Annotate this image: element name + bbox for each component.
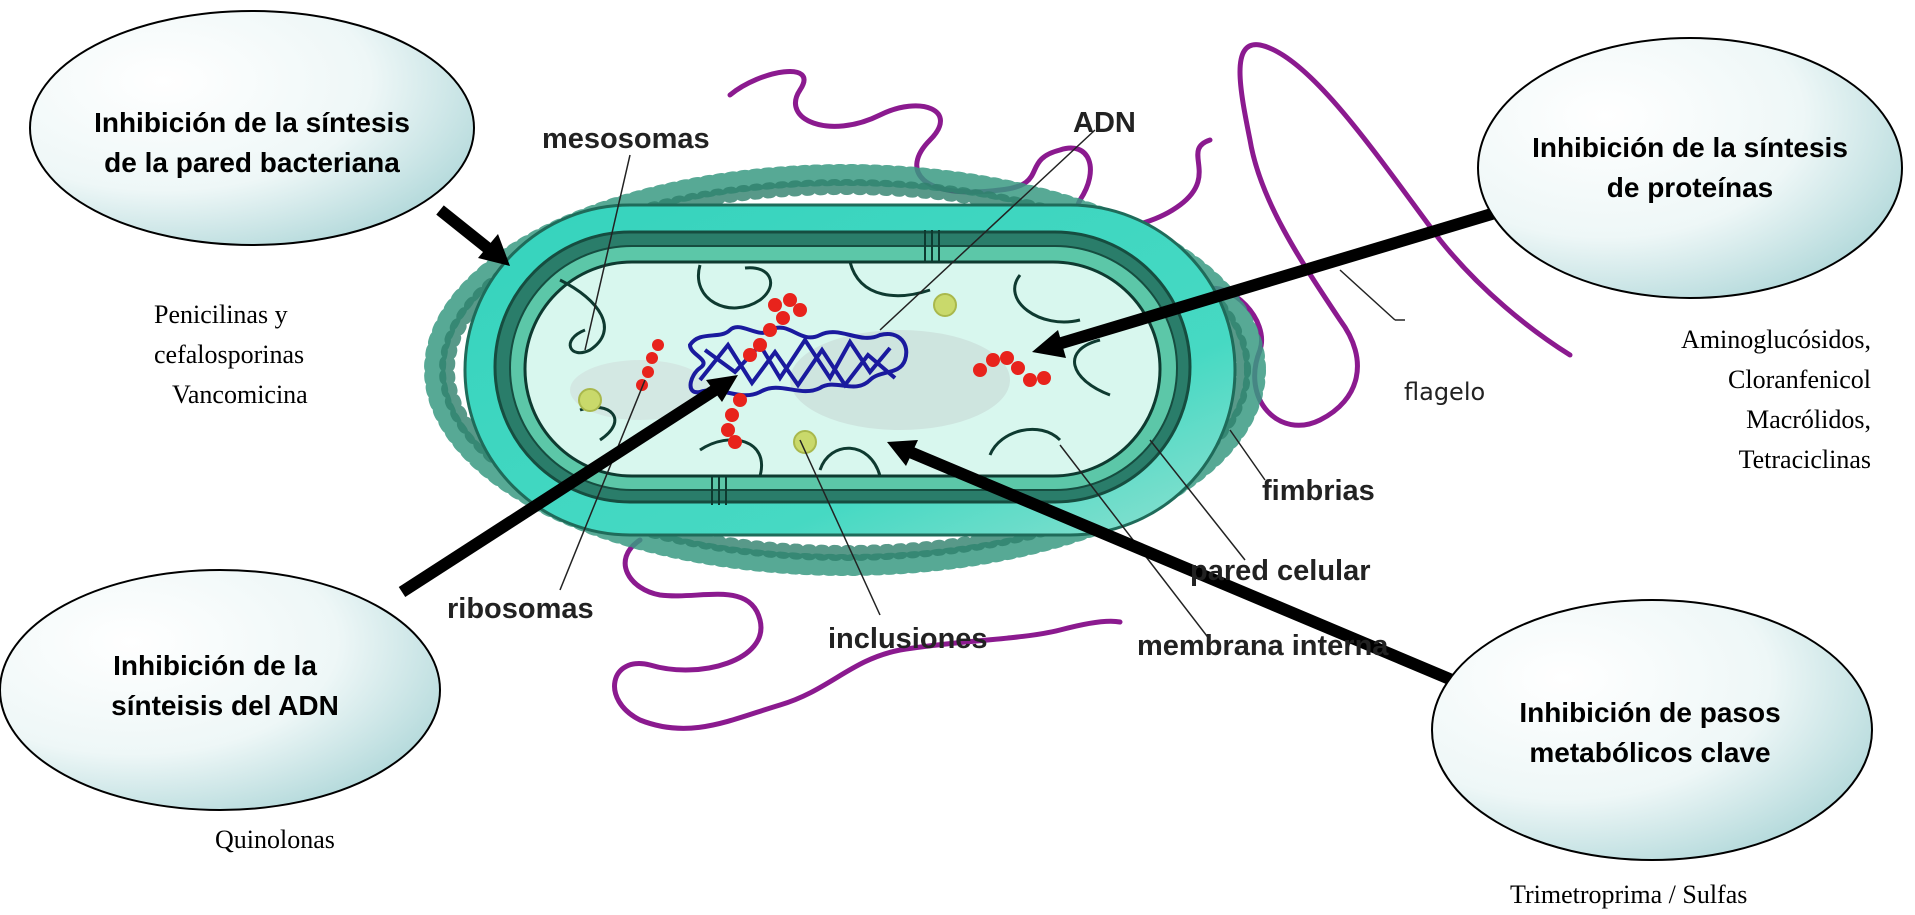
drug-item: Aminoglucósidos, bbox=[1681, 320, 1871, 360]
label-membrana-interna: membrana interna bbox=[1137, 630, 1389, 662]
drug-item: Vancomicina bbox=[154, 375, 308, 415]
cytoplasm-shade bbox=[790, 330, 1010, 430]
drug-item: Macrólidos, bbox=[1681, 400, 1871, 440]
oval-dna: Inhibición de la sínteisis del ADN bbox=[0, 570, 440, 810]
oval-protein-line2: de proteínas bbox=[1607, 172, 1773, 203]
label-fimbrias: fimbrias bbox=[1262, 475, 1375, 507]
label-flagelo: flagelo bbox=[1404, 378, 1485, 406]
drugs-cell-wall: Penicilinas y cefalosporinas Vancomicina bbox=[154, 295, 308, 415]
label-inclusiones: inclusiones bbox=[828, 623, 988, 655]
drug-item: Quinolonas bbox=[215, 820, 335, 860]
oval-cell-wall: Inhibición de la síntesis de la pared ba… bbox=[30, 11, 474, 245]
label-pared-celular: pared celular bbox=[1190, 555, 1371, 587]
oval-metabolic-line1: Inhibición de pasos bbox=[1519, 697, 1780, 728]
drugs-metabolic: Trimetroprima / Sulfas bbox=[1510, 875, 1747, 915]
oval-metabolic: Inhibición de pasos metabólicos clave bbox=[1432, 600, 1872, 860]
arrow-cell-wall bbox=[440, 210, 510, 266]
drug-item: Cloranfenicol bbox=[1681, 360, 1871, 400]
drug-item: Penicilinas y bbox=[154, 295, 308, 335]
oval-cell-wall-line1: Inhibición de la síntesis bbox=[94, 107, 410, 138]
oval-metabolic-line2: metabólicos clave bbox=[1529, 737, 1770, 768]
oval-dna-line2: sínteisis del ADN bbox=[111, 690, 339, 721]
label-mesosomas: mesosomas bbox=[542, 123, 710, 155]
oval-dna-line1: Inhibición de la bbox=[113, 650, 317, 681]
oval-protein: Inhibición de la síntesis de proteínas bbox=[1478, 38, 1902, 298]
oval-cell-wall-line2: de la pared bacteriana bbox=[104, 147, 400, 178]
drugs-protein: Aminoglucósidos, Cloranfenicol Macrólido… bbox=[1681, 320, 1871, 480]
drugs-dna: Quinolonas bbox=[215, 820, 335, 860]
label-adn: ADN bbox=[1073, 107, 1136, 139]
drug-item: Tetraciclinas bbox=[1681, 440, 1871, 480]
drug-item: Trimetroprima / Sulfas bbox=[1510, 875, 1747, 915]
oval-protein-line1: Inhibición de la síntesis bbox=[1532, 132, 1848, 163]
cell-body bbox=[465, 205, 1235, 535]
label-ribosomas: ribosomas bbox=[447, 593, 594, 625]
drug-item: cefalosporinas bbox=[154, 335, 308, 375]
